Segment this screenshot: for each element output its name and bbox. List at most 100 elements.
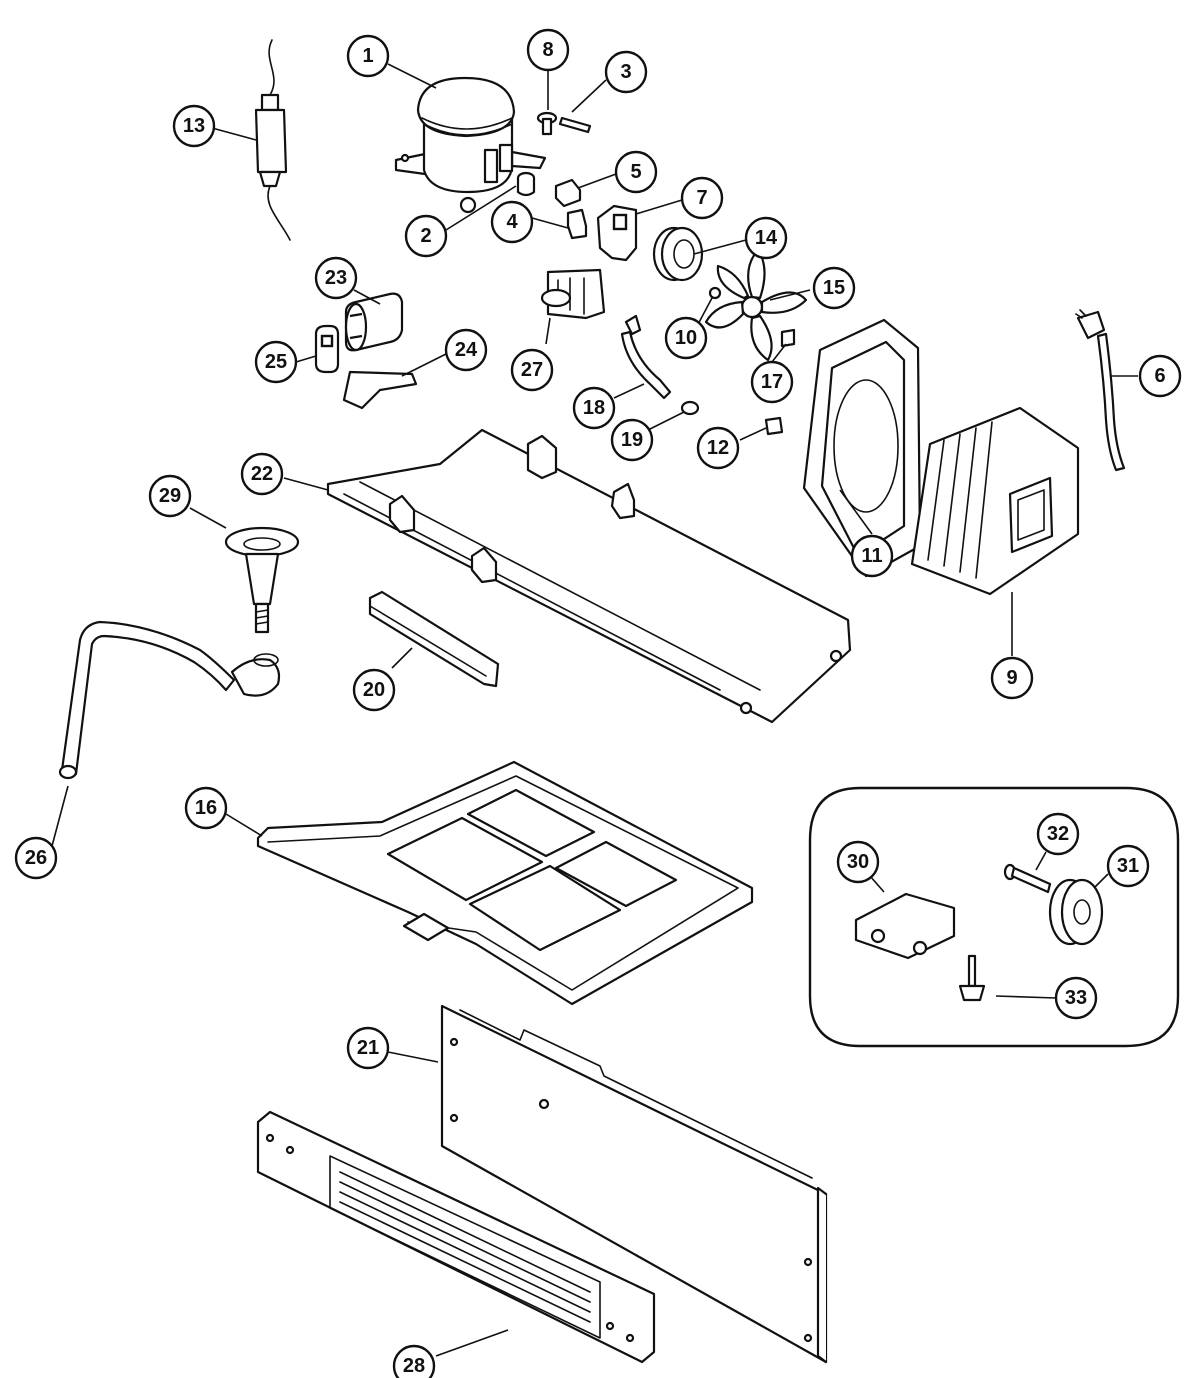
part-20-channel (368, 590, 500, 688)
svg-text:2: 2 (420, 225, 431, 247)
part-26-drain-hose (58, 620, 281, 780)
svg-text:19: 19 (621, 429, 643, 451)
svg-text:5: 5 (630, 161, 641, 183)
callout-16: 16 (184, 786, 228, 830)
callout-11: 11 (850, 534, 894, 578)
svg-text:10: 10 (675, 327, 697, 349)
part-27-bracket (540, 268, 606, 320)
callout-29: 29 (148, 474, 192, 518)
svg-text:32: 32 (1047, 823, 1069, 845)
svg-text:7: 7 (696, 187, 707, 209)
part-7-cover (596, 204, 638, 262)
svg-text:28: 28 (403, 1355, 425, 1377)
part-22-base (326, 428, 852, 724)
callout-2: 2 (404, 214, 448, 258)
callout-19: 19 (610, 418, 654, 462)
callout-7: 7 (680, 176, 724, 220)
svg-text:1: 1 (362, 45, 373, 67)
callout-9: 9 (990, 656, 1034, 700)
callout-18: 18 (572, 386, 616, 430)
leader-lines (51, 63, 1138, 1357)
svg-text:33: 33 (1065, 987, 1087, 1009)
svg-text:16: 16 (195, 797, 217, 819)
part-23-capacitor (344, 292, 404, 352)
callout-8: 8 (526, 28, 570, 72)
callout-33: 33 (1054, 976, 1098, 1020)
part-28-grille (256, 1110, 656, 1364)
part-29-drain-funnel (224, 526, 300, 634)
svg-text:18: 18 (583, 397, 605, 419)
part-3-clip (558, 116, 592, 134)
svg-text:26: 26 (25, 847, 47, 869)
part-6-power-cord (1075, 309, 1126, 472)
callout-32: 32 (1036, 812, 1080, 856)
part-4-relay (566, 208, 588, 240)
part-31-wheel (1048, 878, 1104, 946)
callout-30: 30 (836, 840, 880, 884)
callout-28: 28 (392, 1344, 436, 1378)
svg-text:23: 23 (325, 267, 347, 289)
svg-text:9: 9 (1006, 667, 1017, 689)
part-11-shroud (802, 318, 922, 578)
part-2-grommet (516, 171, 536, 197)
callout-13: 13 (172, 104, 216, 148)
callout-27: 27 (510, 348, 554, 392)
callout-12: 12 (696, 426, 740, 470)
part-17-bracket (780, 328, 796, 348)
part-8-screw (536, 111, 558, 136)
svg-text:21: 21 (357, 1037, 379, 1059)
part-9-condenser (910, 406, 1080, 596)
callout-24: 24 (444, 328, 488, 372)
callout-6: 6 (1138, 354, 1182, 398)
svg-text:20: 20 (363, 679, 385, 701)
callout-5: 5 (614, 150, 658, 194)
callout-15: 15 (812, 266, 856, 310)
svg-text:24: 24 (455, 339, 478, 361)
callouts: 1 2 3 4 5 6 7 8 9 10 11 12 13 14 15 16 1… (14, 28, 1182, 1378)
part-5-overload (554, 178, 582, 208)
callout-17: 17 (750, 360, 794, 404)
svg-text:11: 11 (861, 545, 882, 567)
callout-1: 1 (346, 34, 390, 78)
svg-text:17: 17 (761, 371, 783, 393)
part-13-drier (254, 39, 291, 241)
svg-text:3: 3 (620, 61, 631, 83)
callout-31: 31 (1106, 844, 1150, 888)
part-10-nut (708, 286, 722, 300)
part-24-bracket (342, 370, 418, 410)
part-18-bracket (620, 314, 672, 400)
part-33-leveler (958, 954, 986, 1002)
callout-4: 4 (490, 200, 534, 244)
svg-text:29: 29 (159, 485, 181, 507)
part-19-nut (680, 400, 700, 416)
svg-text:15: 15 (823, 277, 845, 299)
svg-text:27: 27 (521, 359, 543, 381)
svg-text:6: 6 (1154, 365, 1165, 387)
svg-text:12: 12 (707, 437, 729, 459)
callout-22: 22 (240, 452, 284, 496)
svg-text:31: 31 (1117, 855, 1139, 877)
callout-21: 21 (346, 1026, 390, 1070)
part-16-drain-pan (256, 760, 754, 1006)
callout-26: 26 (14, 836, 58, 880)
part-25-boot (314, 324, 340, 374)
svg-text:13: 13 (183, 115, 205, 137)
svg-text:14: 14 (755, 227, 778, 249)
part-15-fan-blade (704, 248, 808, 362)
svg-text:22: 22 (251, 463, 273, 485)
callout-25: 25 (254, 340, 298, 384)
callout-20: 20 (352, 668, 396, 712)
callout-14: 14 (744, 216, 788, 260)
part-14-fan-motor (652, 226, 704, 282)
callout-10: 10 (664, 316, 708, 360)
part-12-cap (764, 416, 784, 436)
svg-text:30: 30 (847, 851, 869, 873)
part-32-bolt (1003, 863, 1052, 894)
svg-text:4: 4 (506, 211, 518, 233)
svg-text:25: 25 (265, 351, 287, 373)
callout-3: 3 (604, 50, 648, 94)
svg-text:8: 8 (542, 39, 553, 61)
inset-box (808, 786, 1180, 1048)
part-21-panel (440, 1004, 828, 1364)
